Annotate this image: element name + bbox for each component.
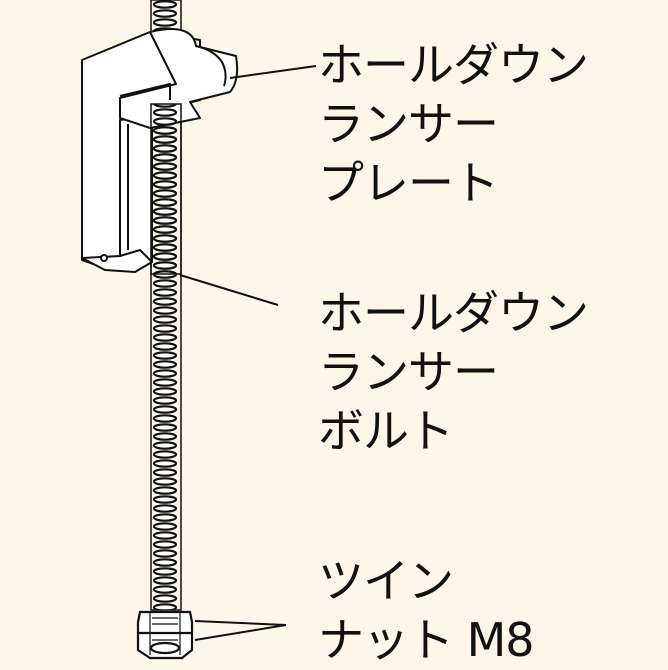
bolt-leader-line <box>179 274 279 306</box>
plate-label-line-3: プレート <box>318 156 499 210</box>
plate-bracket <box>81 28 239 273</box>
bolt-segment <box>150 103 182 275</box>
nut-label-line-2: ナット M8 <box>318 613 535 667</box>
plate-label: ホールダウン ランサー プレート <box>318 36 589 213</box>
bolt-label: ホールダウン ランサー ボルト <box>318 284 589 461</box>
nut-label-line-1: ツイン <box>318 554 454 608</box>
plate-label-line-1: ホールダウン <box>318 38 589 92</box>
leader-lines <box>179 65 317 641</box>
bolt-label-line-1: ホールダウン <box>318 286 589 340</box>
plate-label-line-2: ランサー <box>318 97 499 151</box>
plate-leader-line <box>229 65 317 79</box>
bolt-label-line-2: ランサー <box>318 345 499 399</box>
nut-leader-line-bottom <box>194 624 287 641</box>
bolt-label-line-3: ボルト <box>318 404 454 458</box>
nut-leader-line-top <box>194 620 287 626</box>
twin-nut <box>136 610 194 660</box>
nut-label: ツイン ナット M8 <box>318 552 535 670</box>
